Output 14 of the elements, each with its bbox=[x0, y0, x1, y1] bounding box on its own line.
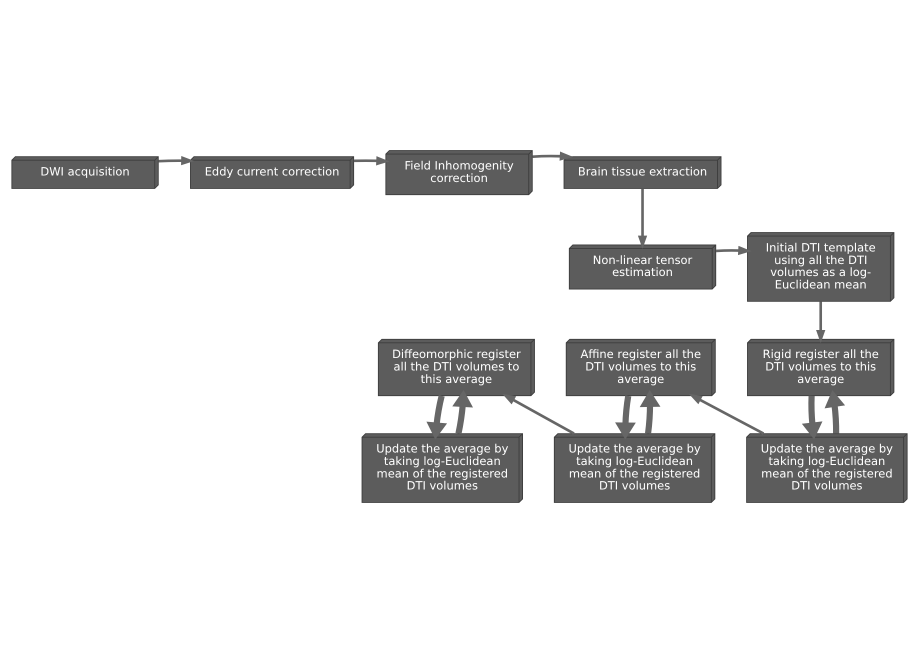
arrow bbox=[802, 395, 822, 439]
arrow bbox=[426, 394, 448, 439]
arrow bbox=[640, 390, 660, 434]
arrow bbox=[502, 393, 575, 434]
arrow bbox=[615, 394, 636, 439]
arrow bbox=[638, 188, 648, 248]
arrow bbox=[158, 156, 194, 165]
arrow bbox=[824, 390, 846, 433]
arrow bbox=[816, 301, 826, 343]
arrow bbox=[532, 151, 574, 160]
arrow bbox=[716, 245, 752, 255]
arrow bbox=[452, 390, 473, 434]
arrow bbox=[354, 156, 390, 165]
arrow bbox=[688, 393, 764, 434]
